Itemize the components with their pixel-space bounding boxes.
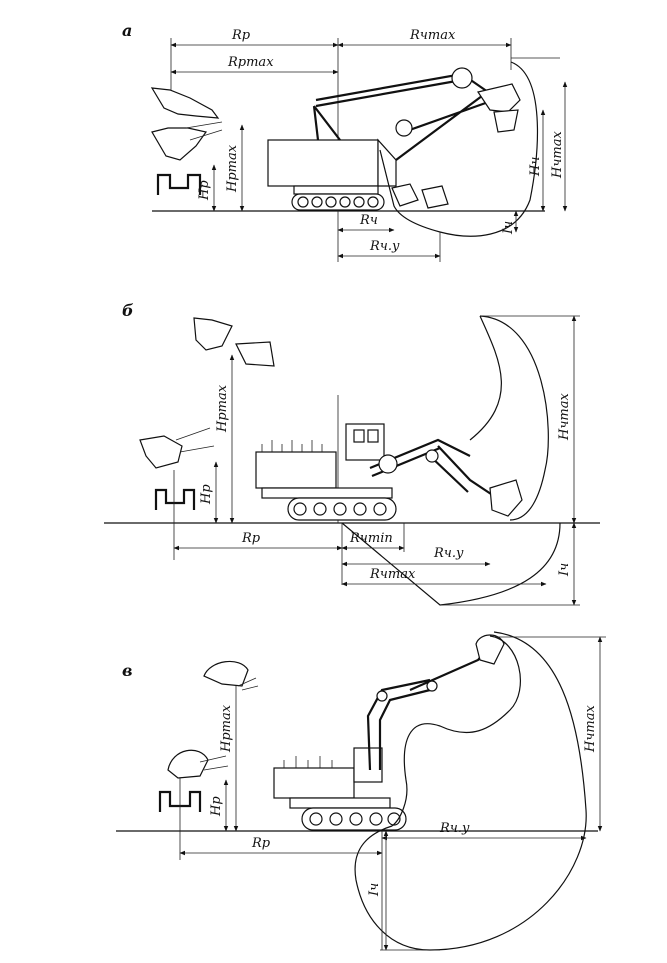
panel-a-bucket-ground <box>391 183 419 207</box>
panel-v-hp-label: Hр <box>209 796 224 817</box>
panel-v-track <box>301 807 407 831</box>
panel-v-ich-label: Iч <box>367 883 382 897</box>
panel-a-shipper-shaft <box>395 119 413 137</box>
panel-b-machine-house <box>255 451 337 489</box>
panel-b: б Hрmax Hр <box>104 301 600 606</box>
panel-b-hpmax-label: Hрmax <box>215 384 230 433</box>
panel-v-bucket-lower-stick <box>199 755 229 771</box>
panel-a-hopper <box>156 173 202 195</box>
panel-a-track-frame <box>293 185 379 195</box>
panel-a-bucket-dipper-lines <box>185 121 223 141</box>
panel-a-ich-label: Iч <box>501 221 516 235</box>
panel-b-boom-pin <box>425 449 439 463</box>
panel-v-letter: в <box>122 661 133 680</box>
panel-v-boom <box>366 678 431 771</box>
panel-v-rchu-label: Rч.у <box>439 821 470 836</box>
panel-b-rchmax-label: Rчmax <box>369 567 416 582</box>
panel-v-hpmax-label: Hрmax <box>219 704 234 753</box>
panel-a-handle <box>395 89 495 161</box>
panel-a-rchu-label: Rч.у <box>369 239 400 254</box>
panel-a-rp-label: Rр <box>231 28 251 43</box>
panel-b-bucket-lower-stick <box>175 427 215 453</box>
panel-a-bucket-ground-2 <box>421 185 449 209</box>
panel-v-house-railing <box>283 756 333 768</box>
panel-b-digging-envelope-upper <box>469 315 549 521</box>
panel-b-undercarriage <box>261 487 393 499</box>
panel-a-boom-sheave <box>451 67 473 89</box>
panel-a-hchmax-label: Hчmax <box>550 130 565 179</box>
panel-b-track-rollers <box>293 502 387 516</box>
panel-a-dig-bucket <box>477 83 521 113</box>
panel-v-rp-label: Rр <box>251 836 271 851</box>
panel-v-boom-pin <box>376 690 388 702</box>
panel-b-bucket-top-stick <box>235 341 275 367</box>
panel-a-machine-house <box>267 139 379 187</box>
panel-b-bucket-lower <box>139 435 183 469</box>
panel-v-bucket-lower <box>167 749 209 779</box>
panel-v-hchmax-label: Hчmax <box>583 704 598 753</box>
panel-v-cab <box>353 747 383 783</box>
panel-v-bucket-top <box>203 660 249 687</box>
panel-b-cab-window-1 <box>353 429 365 443</box>
panel-v-track-rollers <box>309 812 401 826</box>
panel-b-house-railing <box>261 440 323 452</box>
panel-b-ich-label: Iч <box>557 563 572 577</box>
panel-v-dig-bucket <box>475 634 505 665</box>
panel-a-hpmax-label: Hрmax <box>225 144 240 193</box>
panel-a-digging-envelope <box>379 61 538 237</box>
panel-b-rp-label: Rр <box>241 531 261 546</box>
panel-b-letter: б <box>122 301 134 320</box>
panel-b-hp-label: Hр <box>199 484 214 505</box>
panel-a-hch-label: Hч <box>528 157 543 177</box>
panel-a-letter: а <box>122 21 132 40</box>
panel-v-bucket-top-stick <box>237 677 259 691</box>
panel-b-bucket-top <box>193 317 233 351</box>
panel-v-machine-house <box>273 767 355 799</box>
panel-a: а Rр Rчmax Rрmax Hр Hрmax <box>122 21 568 262</box>
panel-a-machine-front <box>377 138 397 187</box>
panel-a-rch-label: Rч <box>359 213 378 228</box>
panel-b-track <box>287 497 397 521</box>
panel-b-hchmax-label: Hчmax <box>557 392 572 441</box>
panel-b-cab-window-2 <box>367 429 379 443</box>
panel-v-digging-envelope-outer <box>354 631 587 951</box>
panel-a-bucket-upper <box>150 87 220 119</box>
panel-a-rpmax-label: Rрmax <box>227 55 274 70</box>
panel-b-rchmin-label: Rчmin <box>349 531 393 546</box>
panel-a-dig-bucket-lower <box>493 109 519 133</box>
panel-b-hopper <box>154 488 196 510</box>
panel-a-track <box>291 193 385 211</box>
panel-b-rchu-label: Rч.у <box>433 546 464 561</box>
panel-b-boom-foot <box>378 454 398 474</box>
panel-a-rchmax-label: Rчmax <box>409 28 456 43</box>
panel-v: в Hрmax Hр <box>116 631 606 951</box>
panel-v-stick-pin <box>426 680 438 692</box>
panel-v-undercarriage <box>289 797 391 809</box>
panel-a-track-rollers <box>297 196 379 208</box>
panel-a-gantry <box>312 105 341 141</box>
panel-a-bucket-lower <box>151 127 208 161</box>
panel-b-digging-envelope-lower <box>341 522 561 606</box>
panel-v-digging-envelope-inner <box>391 635 521 827</box>
panel-b-dig-bucket <box>489 479 523 517</box>
